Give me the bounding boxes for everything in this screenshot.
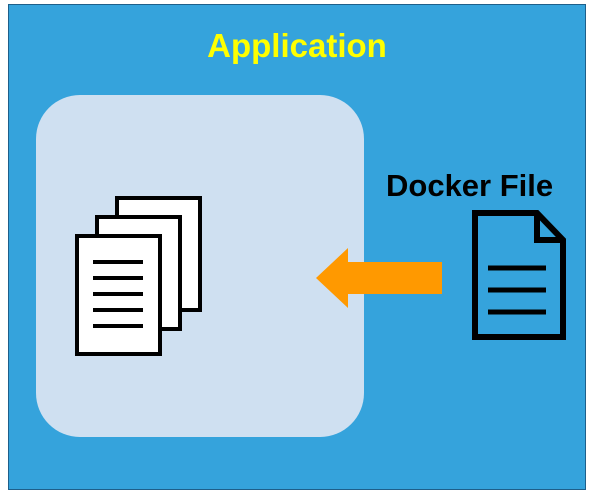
application-title: Application <box>207 27 387 64</box>
arrow-left-icon <box>316 248 442 308</box>
documents-stack-icon <box>75 196 202 356</box>
file-text-icon <box>472 210 566 340</box>
docker-file-label: Docker File <box>386 168 554 203</box>
